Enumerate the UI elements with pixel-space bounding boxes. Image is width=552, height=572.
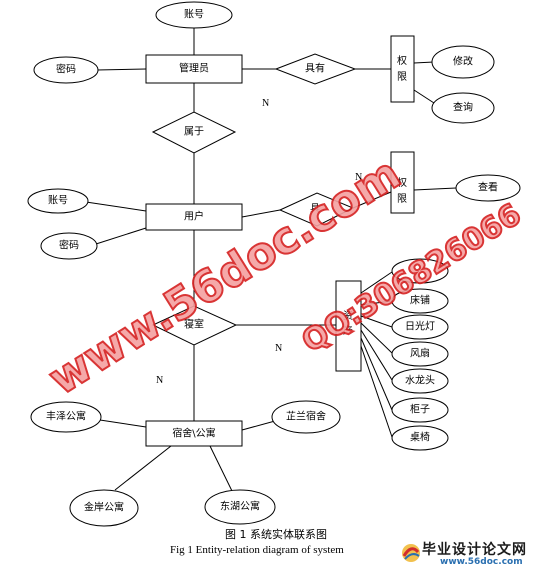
attr-admin-account-label: 账号 [184, 9, 204, 21]
entity-user [145, 203, 243, 231]
entity-asset-label: 资产 [343, 310, 353, 337]
cardinality-dorm: N [156, 375, 163, 386]
caption-en: Fig 1 Entity-relation diagram of system [170, 544, 344, 556]
entity-dorm-label: 宿舍\公寓 [172, 427, 215, 440]
site-logo: 毕业设计论文网 www.56doc.com [400, 538, 550, 570]
relation-mid-label: 具 [310, 203, 320, 215]
attr-modify-label: 修改 [453, 55, 473, 68]
entity-asset [335, 280, 362, 372]
attr-bed [391, 288, 449, 314]
connector-lines [85, 27, 457, 492]
attr-dorm2 [271, 400, 341, 434]
attr-cabinet-label: 柜子 [410, 403, 430, 416]
attr-view [455, 174, 521, 202]
attr-desk [391, 425, 449, 451]
attr-hidden [391, 258, 449, 284]
attr-query-label: 查询 [453, 101, 473, 114]
attr-bed-label: 床铺 [410, 294, 430, 307]
relation-belongs [151, 111, 237, 154]
attr-fan-label: 风扇 [410, 347, 430, 360]
attr-lamp-label: 日光灯 [405, 320, 435, 333]
attr-admin-password [33, 56, 99, 84]
attr-user-password [40, 232, 98, 260]
attr-dorm2-label: 芷兰宿舍 [286, 410, 326, 423]
entity-permission-top-label: 权限 [397, 54, 407, 83]
cardinality-room: N [275, 343, 282, 354]
attr-admin-account [155, 1, 233, 29]
attr-dorm4-label: 东湖公寓 [220, 500, 260, 513]
entity-admin [145, 54, 243, 84]
attr-dorm3 [69, 489, 139, 527]
attr-desk-label: 桌椅 [410, 431, 430, 444]
attr-query [431, 92, 495, 124]
relation-room [151, 305, 238, 346]
attr-fan [391, 341, 449, 367]
cardinality-admin: N [262, 98, 269, 109]
attr-user-account-label: 账号 [48, 195, 68, 207]
entity-permission-mid-label: 权限 [397, 176, 407, 205]
entity-user-label: 用户 [184, 210, 204, 223]
logo-url: www.56doc.com [440, 557, 523, 567]
attr-view-label: 查看 [478, 181, 498, 194]
attr-dorm1-label: 丰泽公寓 [46, 410, 86, 423]
logo-title: 毕业设计论文网 [422, 542, 527, 558]
attr-admin-password-label: 密码 [56, 63, 76, 76]
entity-dorm [145, 420, 243, 447]
relation-belongs-label: 属于 [184, 126, 204, 138]
attr-user-account [27, 188, 89, 214]
attr-dorm1 [30, 401, 102, 433]
entity-admin-label: 管理员 [179, 62, 209, 75]
attr-cabinet [391, 397, 449, 423]
entity-permission-mid [390, 151, 415, 214]
attr-tap-label: 水龙头 [405, 374, 435, 387]
relation-room-label: 寝室 [184, 318, 204, 331]
attr-dorm4 [204, 489, 276, 525]
cardinality-user: N [355, 172, 362, 183]
attr-user-password-label: 密码 [59, 239, 79, 252]
logo-swirl-icon [402, 544, 420, 562]
relation-has [274, 53, 357, 85]
attr-modify [431, 45, 495, 79]
entity-permission-top [390, 35, 415, 103]
attr-dorm3-label: 金岸公寓 [84, 501, 124, 514]
attr-tap [391, 368, 449, 394]
attr-lamp [391, 314, 449, 340]
relation-has-label: 具有 [305, 62, 325, 75]
caption-cn: 图 1 系统实体联系图 [225, 528, 327, 541]
relation-mid [278, 192, 355, 227]
